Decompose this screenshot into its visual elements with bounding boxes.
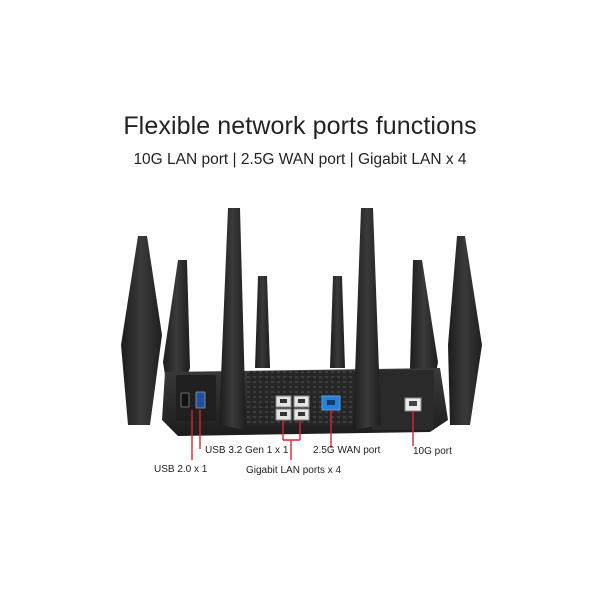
antenna-left-tall [219, 208, 246, 430]
usb-3-port [195, 391, 206, 409]
usb32-label: USB 3.2 Gen 1 x 1 [205, 445, 289, 456]
callout-lines [191, 410, 414, 460]
usb20-label: USB 2.0 x 1 [154, 464, 208, 475]
antenna-right-outer [448, 236, 482, 425]
antenna-center-left [255, 276, 270, 368]
page-title: Flexible network ports functions [123, 112, 477, 140]
wan-port [321, 395, 341, 411]
10g-label: 10G port [413, 446, 452, 457]
antenna-left-outer [121, 236, 162, 425]
antenna-right-tall [353, 208, 381, 430]
lan-label: Gigabit LAN ports x 4 [246, 465, 342, 476]
antenna-center-right [330, 276, 345, 368]
page-subtitle: 10G LAN port | 2.5G WAN port | Gigabit L… [133, 151, 467, 168]
wan-label: 2.5G WAN port [313, 445, 381, 456]
usb-2-port [180, 392, 190, 408]
lan-ports [275, 395, 310, 421]
10g-port [404, 397, 422, 412]
